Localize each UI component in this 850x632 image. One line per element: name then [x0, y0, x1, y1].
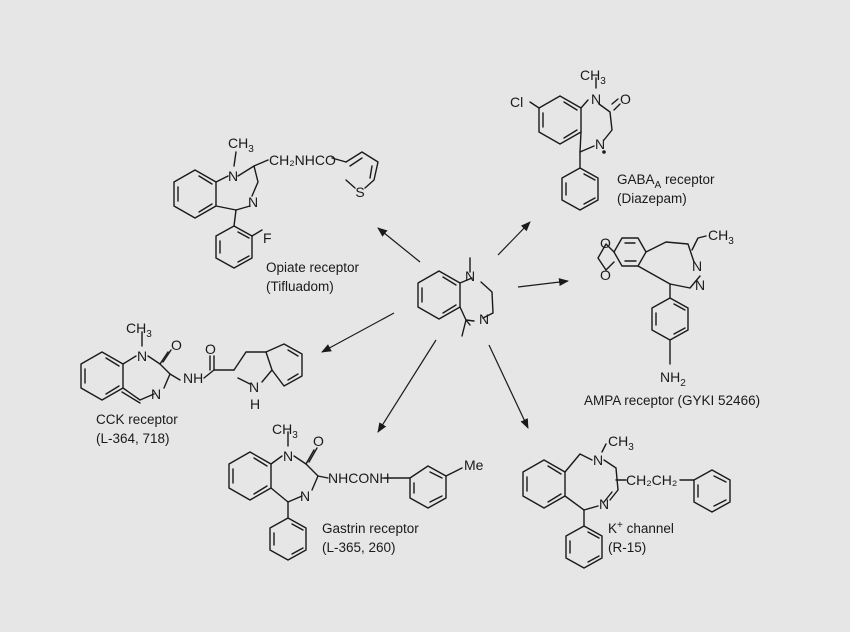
arrow-to-ampa — [517, 278, 569, 288]
arrow-to-gaba — [497, 221, 531, 256]
tifluadom-ch2nhco-label: CH₂NHCO — [269, 152, 336, 168]
arrow-to-opiate — [377, 227, 421, 263]
cck-n4-label: N — [151, 386, 161, 402]
central-benzodiazepine-core: N N — [417, 257, 494, 337]
arrows — [321, 221, 569, 433]
ampa-gyki-structure: O O N N CH3 NH2 AMPA receptor (GYKI 5246… — [584, 227, 760, 408]
cck-caption-name: (L-364, 718) — [96, 431, 170, 446]
cck-n1-label: N — [137, 348, 147, 364]
gaba-caption-name: (Diazepam) — [617, 191, 687, 206]
gastrin-nhconh-label: NHCONH — [328, 470, 389, 486]
gastrin-caption-name: (L-365, 260) — [322, 540, 396, 555]
cck-caption-title: CCK receptor — [96, 412, 178, 427]
arrow-to-cck — [321, 312, 395, 353]
diazepam-cl-label: Cl — [510, 94, 523, 110]
central-n1-label: N — [465, 268, 475, 284]
ampa-caption: AMPA receptor (GYKI 52466) — [584, 393, 760, 408]
r15-ch3-label: CH3 — [608, 433, 634, 453]
k-channel-caption-name: (R-15) — [608, 540, 646, 555]
gastrin-n4-label: N — [300, 488, 310, 504]
r15-n3-label: N — [599, 496, 609, 512]
central-n4-label: N — [479, 311, 489, 327]
r15-ch2ch2-label: CH₂CH₂ — [626, 472, 677, 488]
tifluadom-s-label: S — [355, 184, 364, 200]
cck-ch3-label: CH3 — [126, 320, 152, 340]
opiate-caption-title: Opiate receptor — [266, 260, 360, 275]
cck-indole-n-label: N — [249, 379, 259, 395]
tifluadom-n1-label: N — [228, 168, 238, 184]
diazepam-n1-label: N — [591, 91, 601, 107]
gyki-o1-label: O — [600, 235, 611, 251]
opiate-caption-name: (Tifluadom) — [266, 279, 334, 294]
gastrin-caption-title: Gastrin receptor — [322, 521, 419, 536]
cck-l364718-structure: N N CH3 O O NH N H CCK receptor (L-364, … — [80, 320, 303, 446]
gyki-ch3-label: CH3 — [708, 227, 734, 247]
gastrin-ch3-label: CH3 — [272, 421, 298, 441]
opiate-tifluadom-structure: N N CH3 CH₂NHCO S F Opiate receptor (Tif… — [173, 135, 379, 294]
cck-o1-label: O — [171, 337, 182, 353]
k-channel-r15-structure: N N CH3 CH₂CH₂ K+ channel (R-15) — [522, 433, 731, 569]
cck-o2-label: O — [205, 341, 216, 357]
tifluadom-ch3-label: CH3 — [228, 135, 254, 155]
tifluadom-f-label: F — [263, 230, 272, 246]
gastrin-n1-label: N — [283, 448, 293, 464]
arrow-to-gastrin — [377, 339, 437, 433]
gyki-n4-label: N — [695, 277, 705, 293]
gaba-diazepam-structure: N N CH3 O Cl GABAA receptor (Diazepam) — [510, 67, 715, 211]
r15-n1-label: N — [593, 452, 603, 468]
diazepam-o-label: O — [620, 91, 631, 107]
gyki-o2-label: O — [600, 267, 611, 283]
tifluadom-n4-label: N — [248, 194, 258, 210]
diazepam-n4-label: N — [595, 136, 605, 152]
cck-indole-h-label: H — [250, 396, 260, 412]
gastrin-l365260-structure: N N CH3 O NHCONH Me Gastrin receptor (L-… — [228, 421, 484, 561]
gaba-caption-title: GABAA receptor — [617, 172, 715, 191]
k-channel-caption-title: K+ channel — [608, 520, 674, 536]
gyki-nh2-label: NH2 — [660, 369, 686, 389]
gastrin-o-label: O — [313, 433, 324, 449]
gyki-n3-label: N — [692, 258, 702, 274]
diazepam-ch3-label: CH3 — [580, 67, 606, 87]
cck-nh-label: NH — [183, 370, 203, 386]
gastrin-me-label: Me — [464, 457, 484, 473]
arrow-to-k-channel — [488, 344, 529, 429]
